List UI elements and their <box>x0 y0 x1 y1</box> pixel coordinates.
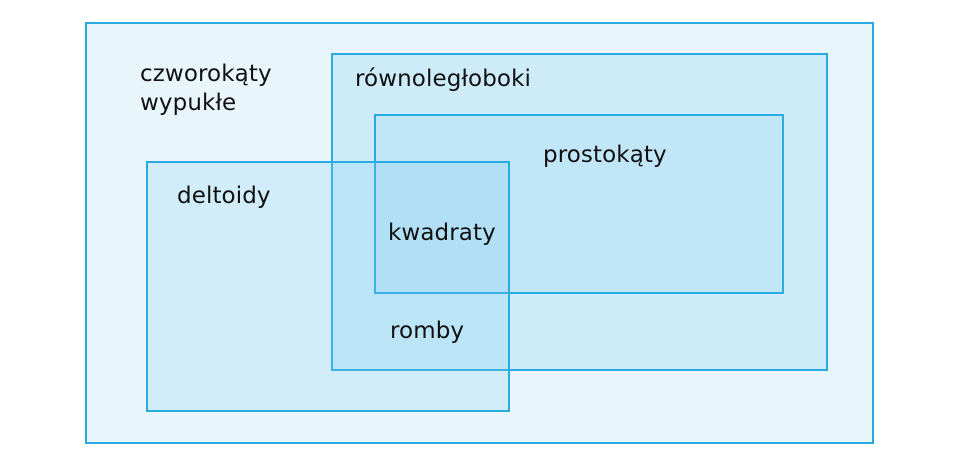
set-region-prostokaty <box>374 114 784 294</box>
set-label-romby: romby <box>390 318 465 344</box>
set-label-kwadraty: kwadraty <box>388 220 496 246</box>
set-label-rownolegloboki: równoległoboki <box>355 66 532 92</box>
set-label-deltoidy: deltoidy <box>177 183 271 209</box>
set-label-czworokaty-wypukle: czworokąty wypukłe <box>140 61 272 117</box>
set-label-prostokaty: prostokąty <box>543 142 667 168</box>
set-region-deltoidy <box>146 161 510 412</box>
set-region-czworokaty-wypukle <box>85 22 874 444</box>
set-region-rownolegloboki <box>331 53 828 371</box>
